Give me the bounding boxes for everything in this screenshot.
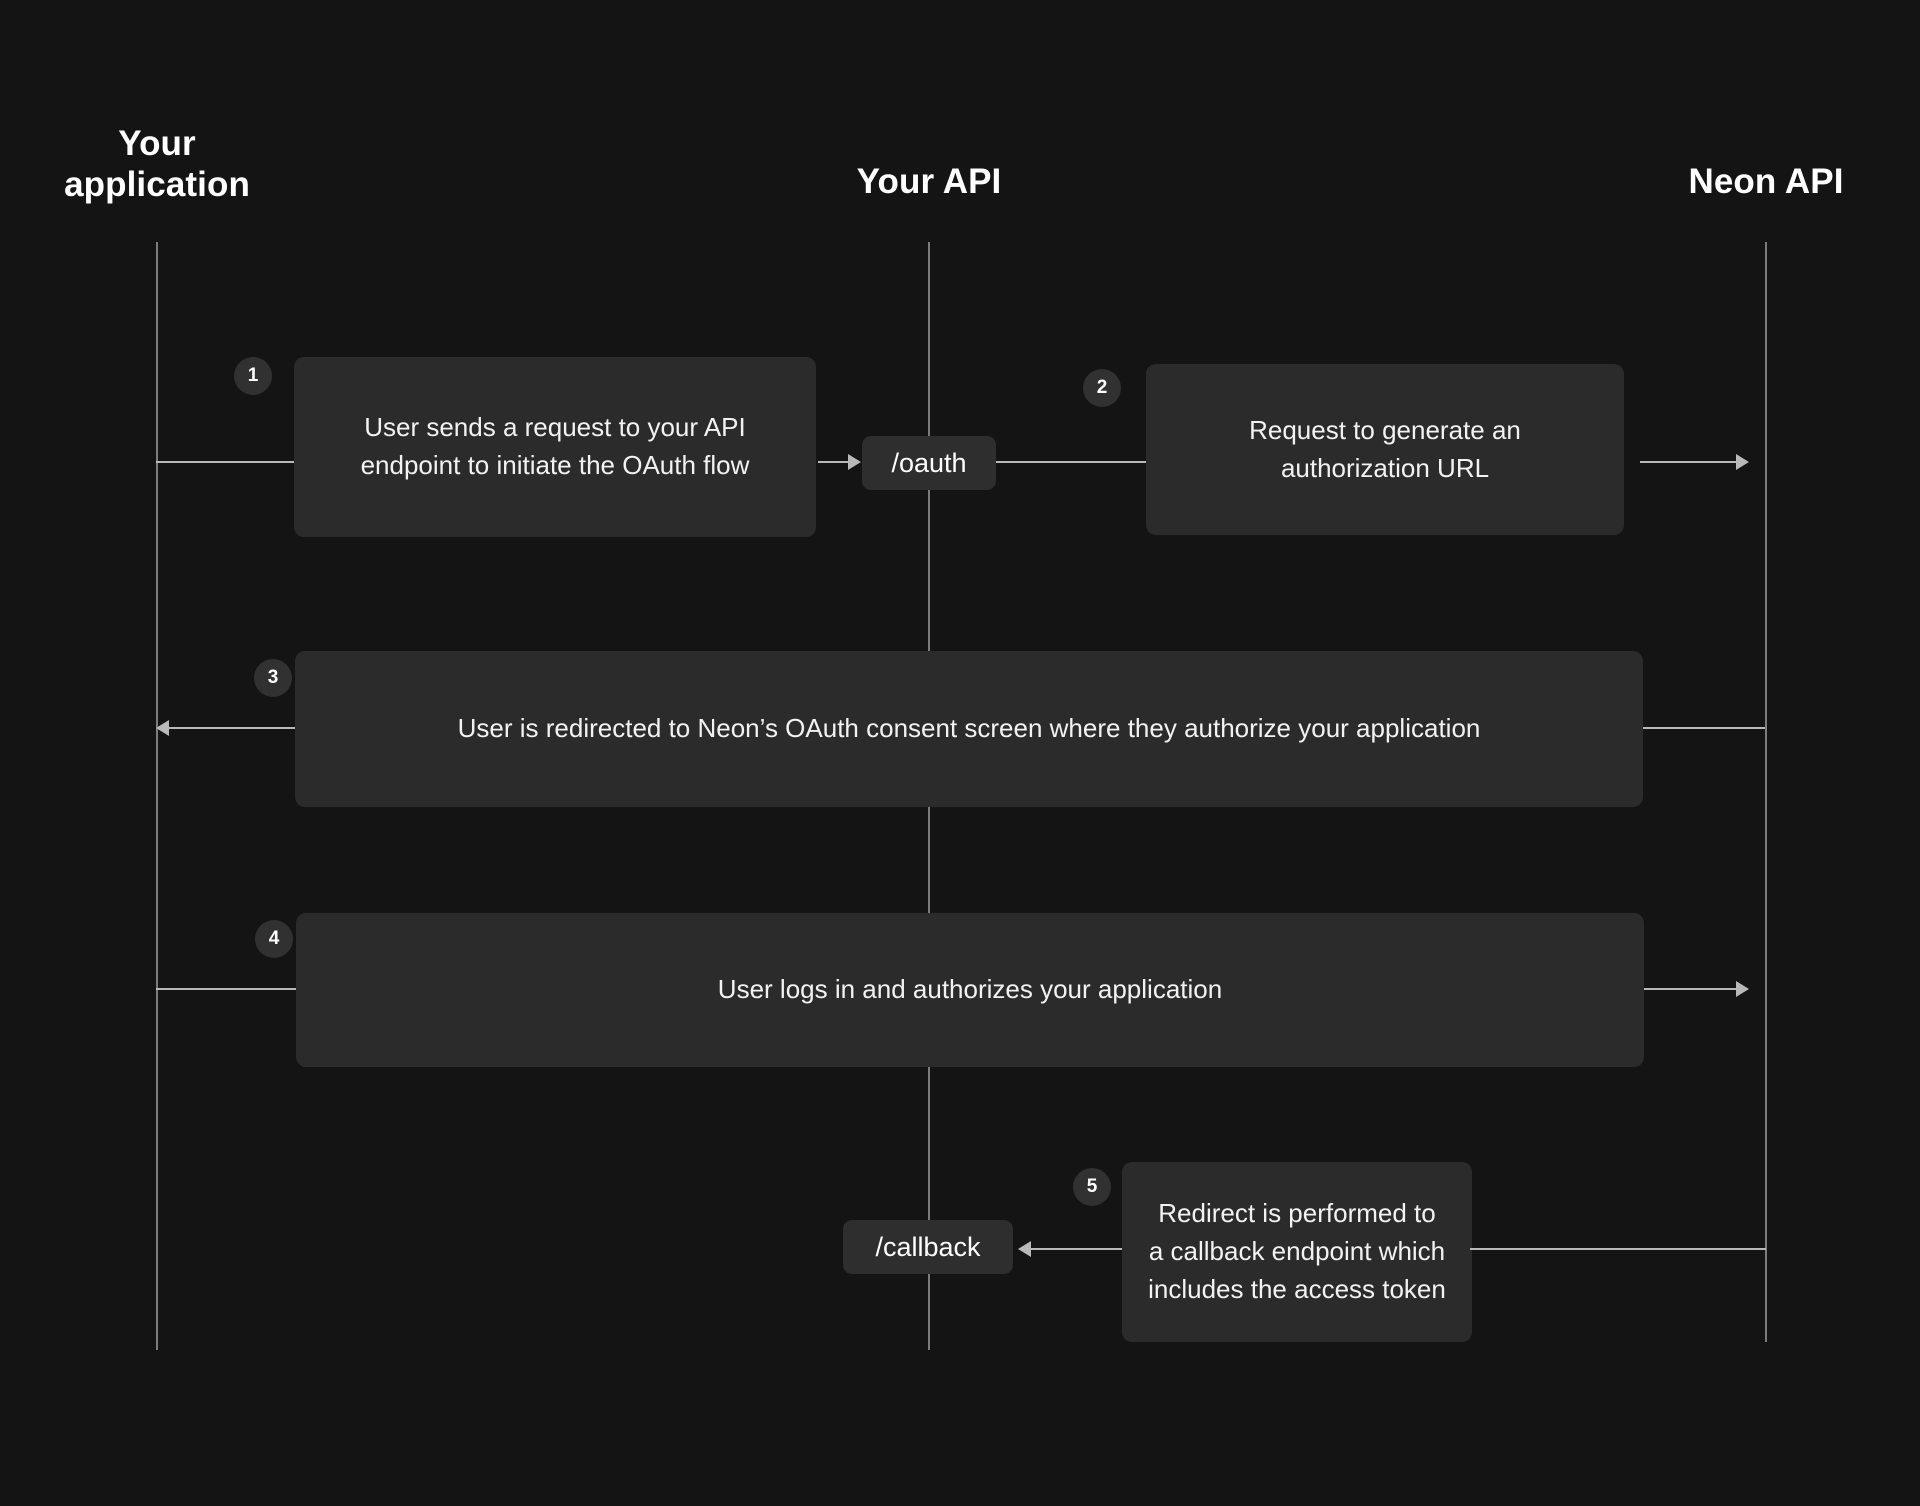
message-text-step-4: User logs in and authorizes your applica… (717, 974, 1223, 1005)
connector-step-4-start (156, 988, 296, 990)
step-badge-5: 5 (1073, 1168, 1111, 1206)
lifeline-neon-api (1765, 242, 1767, 1342)
connector-step-5-to-callback (1030, 1248, 1122, 1250)
actor-header-your-application: Your application (64, 124, 250, 204)
connector-step-1-to-oauth (818, 461, 850, 463)
message-box-step-1: User sends a request to your API endpoin… (294, 357, 816, 537)
step-badge-1: 1 (234, 357, 272, 395)
actor-header-your-api: Your API (856, 162, 1002, 201)
lifeline-your-application (156, 242, 158, 1350)
connector-step-2-end (1640, 461, 1738, 463)
arrowhead-step-4 (1736, 981, 1749, 997)
step-badge-2: 2 (1083, 369, 1121, 407)
endpoint-pill-oauth[interactable]: /oauth (862, 436, 996, 490)
connector-step-3-end (168, 727, 296, 729)
message-text-step-2: Request to generate an authorization URL (1249, 414, 1521, 483)
message-box-step-4: User logs in and authorizes your applica… (296, 913, 1644, 1067)
arrowhead-step-2 (1736, 454, 1749, 470)
connector-step-1-start (156, 461, 296, 463)
message-box-step-3: User is redirected to Neon’s OAuth conse… (295, 651, 1643, 807)
arrowhead-step-5 (1018, 1241, 1031, 1257)
connector-step-3-start (1643, 727, 1765, 729)
message-text-step-3: User is redirected to Neon’s OAuth conse… (457, 713, 1481, 744)
step-badge-3: 3 (254, 659, 292, 697)
arrowhead-step-1 (848, 454, 861, 470)
message-box-step-5: Redirect is performed to a callback endp… (1122, 1162, 1472, 1342)
step-badge-4: 4 (255, 920, 293, 958)
message-box-step-2: Request to generate an authorization URL (1146, 364, 1624, 535)
message-text-step-1: User sends a request to your API endpoin… (360, 412, 750, 480)
actor-header-neon-api: Neon API (1688, 162, 1844, 201)
message-text-step-5: Redirect is performed to a callback endp… (1148, 1198, 1446, 1304)
connector-step-4-end (1644, 988, 1738, 990)
connector-step-5-start (1470, 1248, 1766, 1250)
connector-oauth-to-step-2 (996, 461, 1148, 463)
endpoint-pill-callback[interactable]: /callback (843, 1220, 1013, 1274)
arrowhead-step-3 (156, 720, 169, 736)
